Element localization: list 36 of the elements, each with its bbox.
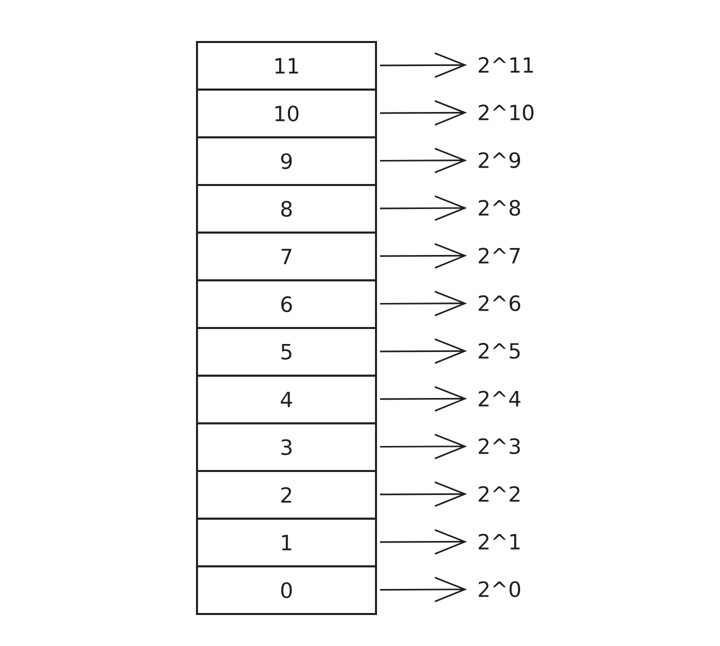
power-label: 2^7	[478, 248, 520, 264]
arrow	[380, 338, 467, 364]
index-box: 10	[196, 88, 377, 138]
arrow	[380, 148, 467, 174]
arrow	[380, 195, 467, 221]
arrow	[380, 243, 467, 269]
power-label: 2^8	[478, 200, 520, 216]
arrow	[380, 52, 467, 78]
power-label: 2^1	[478, 534, 520, 550]
arrow	[380, 481, 467, 507]
arrow	[380, 434, 467, 460]
index-box: 3	[196, 422, 377, 472]
power-label: 2^10	[478, 104, 534, 120]
power-label: 2^3	[478, 438, 520, 454]
arrow	[380, 386, 467, 412]
arrow	[380, 290, 467, 316]
power-label: 2^9	[478, 152, 520, 168]
power-label: 2^2	[478, 486, 520, 502]
index-box: 9	[196, 136, 377, 186]
index-box: 0	[196, 565, 377, 616]
index-box: 5	[196, 327, 377, 377]
index-box: 11	[196, 41, 377, 91]
index-box: 6	[196, 279, 377, 330]
power-label: 2^0	[478, 581, 520, 598]
power-label: 2^6	[478, 295, 520, 312]
arrow	[380, 529, 467, 555]
index-box: 2	[196, 470, 377, 520]
index-box: 8	[196, 184, 377, 234]
arrow	[380, 100, 467, 126]
power-label: 2^5	[478, 342, 520, 359]
index-box: 7	[196, 232, 377, 282]
power-label: 2^4	[478, 390, 520, 406]
arrow	[380, 576, 467, 602]
index-box: 1	[196, 518, 377, 568]
index-box: 4	[196, 374, 377, 424]
power-label: 2^11	[478, 57, 533, 73]
